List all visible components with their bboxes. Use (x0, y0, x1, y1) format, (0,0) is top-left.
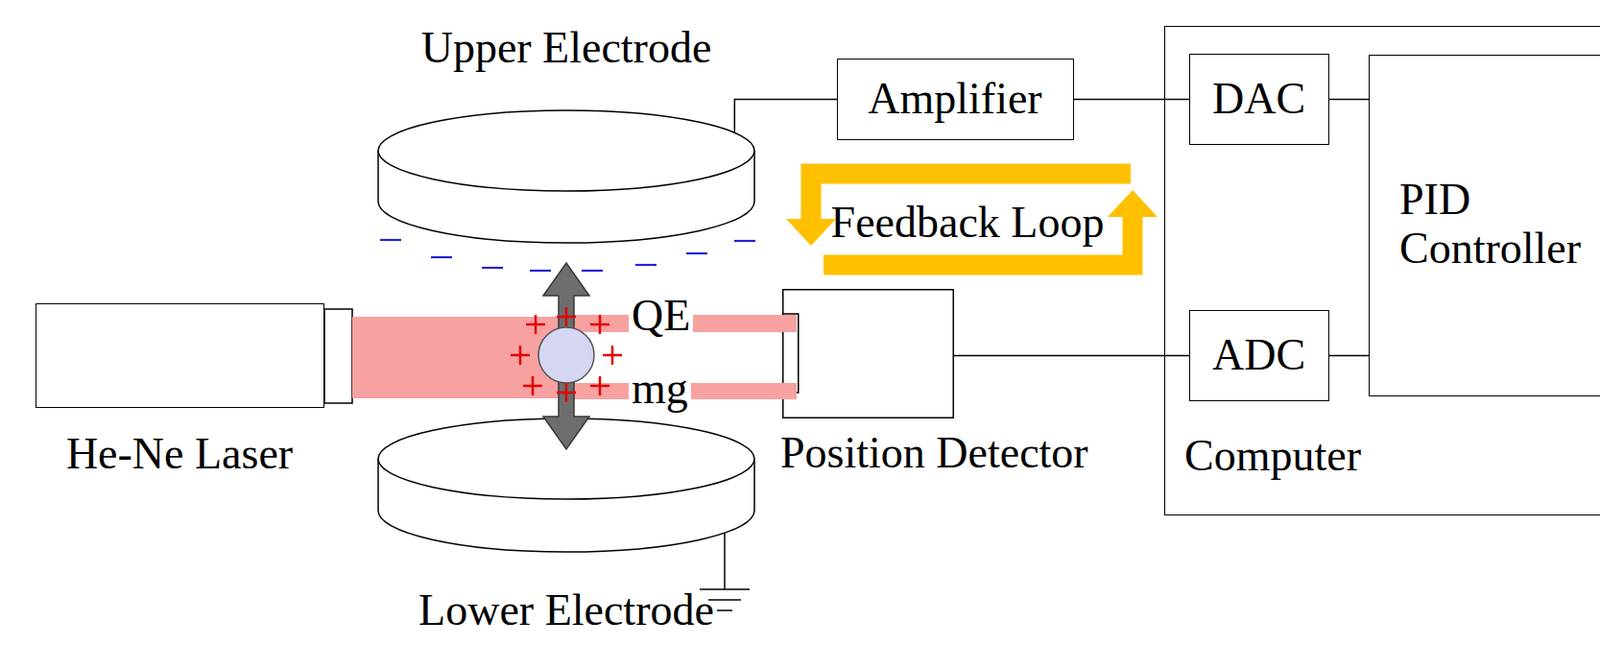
node-label: DAC (1212, 74, 1306, 124)
minus-sign (430, 256, 453, 259)
ground-bar (716, 609, 733, 612)
feedback-band (823, 214, 1133, 265)
plus-sign (523, 376, 543, 396)
loop-label: Feedback Loop (831, 198, 1105, 248)
feedback-head (1107, 190, 1158, 217)
upper-electrode: Upper Electrode (377, 109, 756, 243)
dac-box: DAC (1189, 53, 1330, 145)
force-label: mg (628, 364, 692, 414)
negative-charges (380, 239, 756, 271)
node-label: Lower Electrode (418, 586, 715, 636)
plus-sign (602, 345, 622, 365)
signal-wire (1329, 355, 1369, 358)
feedback-band (811, 173, 1131, 221)
minus-sign (686, 252, 708, 255)
adc-box: ADC (1189, 310, 1330, 402)
pid-box: PID Controller (1368, 54, 1600, 397)
node-label: PID Controller (1399, 175, 1597, 273)
laser-nozzle (324, 309, 353, 404)
plus-sign (590, 314, 610, 335)
minus-sign (481, 266, 503, 269)
plus-sign (525, 314, 546, 335)
ground-bar (699, 588, 750, 591)
signal-wire (1074, 98, 1190, 101)
laser-box: He-Ne Laser (35, 303, 325, 408)
ground-bar (708, 598, 741, 601)
node-label: Upper Electrode (421, 23, 713, 73)
electrode-top (378, 418, 755, 500)
ground-symbol (699, 532, 750, 611)
minus-sign (581, 269, 603, 272)
signal-wire (734, 99, 837, 133)
computer-box: DAC PID ControllerADC Computer (1164, 25, 1600, 516)
signal-wire (954, 355, 1190, 358)
laser-beam-upper (566, 314, 797, 333)
plus-sign (590, 376, 610, 396)
amplifier-box: Amplifier (836, 58, 1075, 141)
electrode-shape (377, 417, 756, 552)
minus-sign (734, 239, 756, 242)
force-label: QE (628, 291, 693, 341)
plus-sign (556, 382, 576, 403)
minus-sign (635, 263, 657, 266)
minus-sign (529, 269, 551, 272)
electrode-shape (377, 109, 756, 243)
detector-window (783, 313, 799, 393)
plus-sign (556, 307, 576, 327)
detector-shape (782, 288, 955, 419)
detector-body (783, 289, 955, 419)
node-label: ADC (1212, 331, 1306, 381)
laser-beam-lower (566, 382, 797, 400)
electrode-top (378, 110, 755, 192)
node-label: He-Ne Laser (66, 429, 293, 479)
charged-particle (538, 327, 595, 383)
ground-wire (723, 532, 726, 590)
node-label: Computer (1184, 431, 1362, 481)
minus-sign (380, 238, 402, 241)
plus-sign (510, 345, 530, 365)
node-label: Position Detector (780, 429, 1089, 478)
feedback-head (786, 218, 836, 246)
positive-charges (510, 307, 622, 403)
node-label: Amplifier (867, 74, 1042, 124)
detector-box: Position Detector (782, 288, 955, 419)
laser-beam (352, 316, 567, 399)
force-arrow (543, 262, 590, 450)
lower-electrode: Lower Electrode (377, 417, 756, 552)
signal-wire (1329, 98, 1369, 101)
